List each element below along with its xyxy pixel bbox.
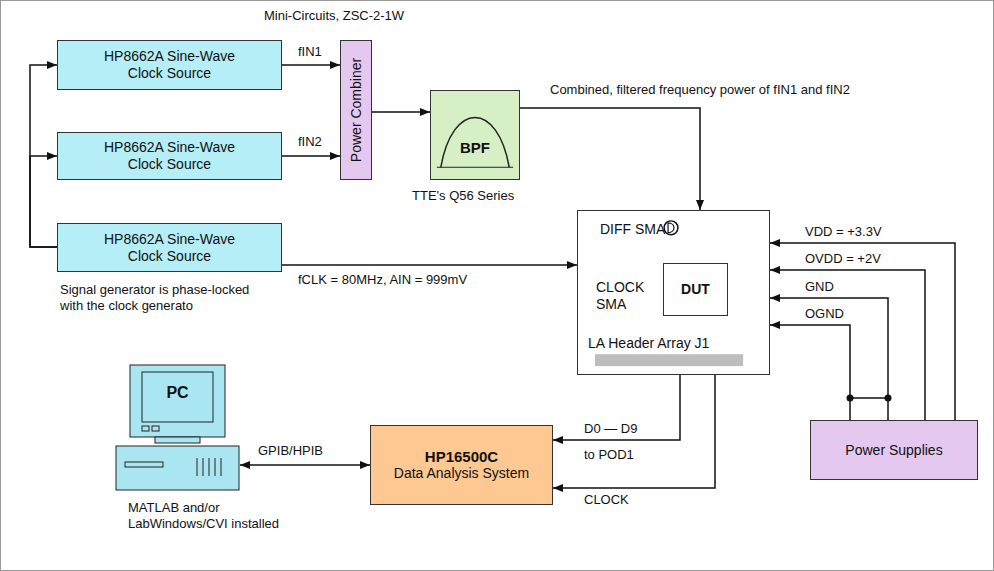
- edge-label: D0 — D9: [582, 421, 639, 437]
- dut-chip: DUT: [663, 263, 728, 316]
- disk-slot: [125, 462, 163, 467]
- connector: [553, 375, 680, 440]
- node-text: DUT: [681, 281, 710, 298]
- annotation-label: Signal generator is phase-locked with th…: [58, 282, 277, 314]
- edge-label: Combined, filtered frequency power of fI…: [548, 82, 852, 98]
- filter-symbol: [431, 91, 519, 179]
- annotation-label: to POD1: [582, 447, 636, 463]
- connector: [770, 243, 955, 420]
- connector: [282, 64, 340, 66]
- node-text: HP16500C: [425, 448, 498, 465]
- connector: [282, 264, 577, 266]
- edge-label: VDD = +3.3V: [803, 224, 884, 240]
- node-text: DIFF SMA: [600, 221, 665, 238]
- button: [142, 426, 149, 431]
- signal-generator: HP8662A Sine-Wave Clock Source: [57, 132, 282, 180]
- logic-analyzer: HP16500CData Analysis System: [370, 425, 553, 505]
- connector: [770, 325, 850, 420]
- connector: [240, 464, 370, 466]
- edge-label: fIN2: [296, 134, 324, 150]
- connector: [282, 155, 340, 157]
- vent-line: [215, 458, 216, 476]
- monitor-stand: [155, 437, 200, 443]
- edge-label: fCLK = 80MHz, AIN = 999mV: [296, 272, 469, 288]
- sma-connector: [664, 221, 678, 235]
- connector: [30, 65, 57, 247]
- connector: [520, 108, 700, 210]
- power-combiner: Power Combiner: [340, 40, 372, 180]
- signal-generator: HP8662A Sine-Wave Clock Source: [57, 40, 282, 90]
- connector: [770, 298, 888, 420]
- connector: [770, 270, 925, 420]
- node-text: HP8662A Sine-Wave Clock Source: [90, 231, 250, 265]
- annotation-label: TTE's Q56 Series: [410, 188, 516, 204]
- vent-line: [221, 458, 222, 476]
- tower: [116, 446, 239, 490]
- power-supply: Power Supplies: [810, 420, 978, 480]
- node-text: CLOCK SMA: [596, 279, 656, 313]
- edge-label: CLOCK: [582, 492, 631, 508]
- sma-connector: [668, 223, 674, 233]
- monitor: [130, 365, 225, 437]
- annotation-label: Mini-Circuits, ZSC-2-1W: [262, 8, 406, 24]
- vent-line: [197, 458, 198, 476]
- computer-drawing: [115, 362, 240, 492]
- edge-label: GND: [803, 279, 836, 295]
- signal-generator: HP8662A Sine-Wave Clock Source: [57, 223, 282, 272]
- pc-computer: PC: [115, 362, 240, 492]
- axis-line: [437, 167, 513, 168]
- evaluation-board: DIFF SMA CLOCK SMA LA Header Array J1 DUT: [577, 210, 770, 375]
- vent-line: [203, 458, 204, 476]
- connector: [30, 156, 57, 247]
- connector: [372, 111, 430, 113]
- node-text: Data Analysis System: [394, 465, 529, 482]
- edge-label: OVDD = +2V: [803, 251, 883, 267]
- node-text: HP8662A Sine-Wave Clock Source: [90, 139, 250, 173]
- annotation-label: MATLAB and/or LabWindows/CVI installed: [126, 500, 305, 532]
- bandpass-filter: BPF: [430, 90, 520, 180]
- node-text: Power Supplies: [845, 442, 942, 459]
- node-text: HP8662A Sine-Wave Clock Source: [90, 48, 250, 82]
- connector: [553, 375, 715, 488]
- ground-bridge: [850, 397, 888, 399]
- header-array: [595, 354, 743, 366]
- button: [152, 426, 159, 431]
- vent-line: [209, 458, 210, 476]
- node-text: PC: [130, 384, 225, 401]
- edge-label: fIN1: [296, 44, 324, 60]
- node-text: Power Combiner: [348, 58, 365, 162]
- node-text: LA Header Array J1: [588, 335, 709, 352]
- node-text: BPF: [431, 139, 519, 156]
- edge-label: GPIB/HPIB: [256, 443, 325, 459]
- edge-label: OGND: [803, 306, 846, 322]
